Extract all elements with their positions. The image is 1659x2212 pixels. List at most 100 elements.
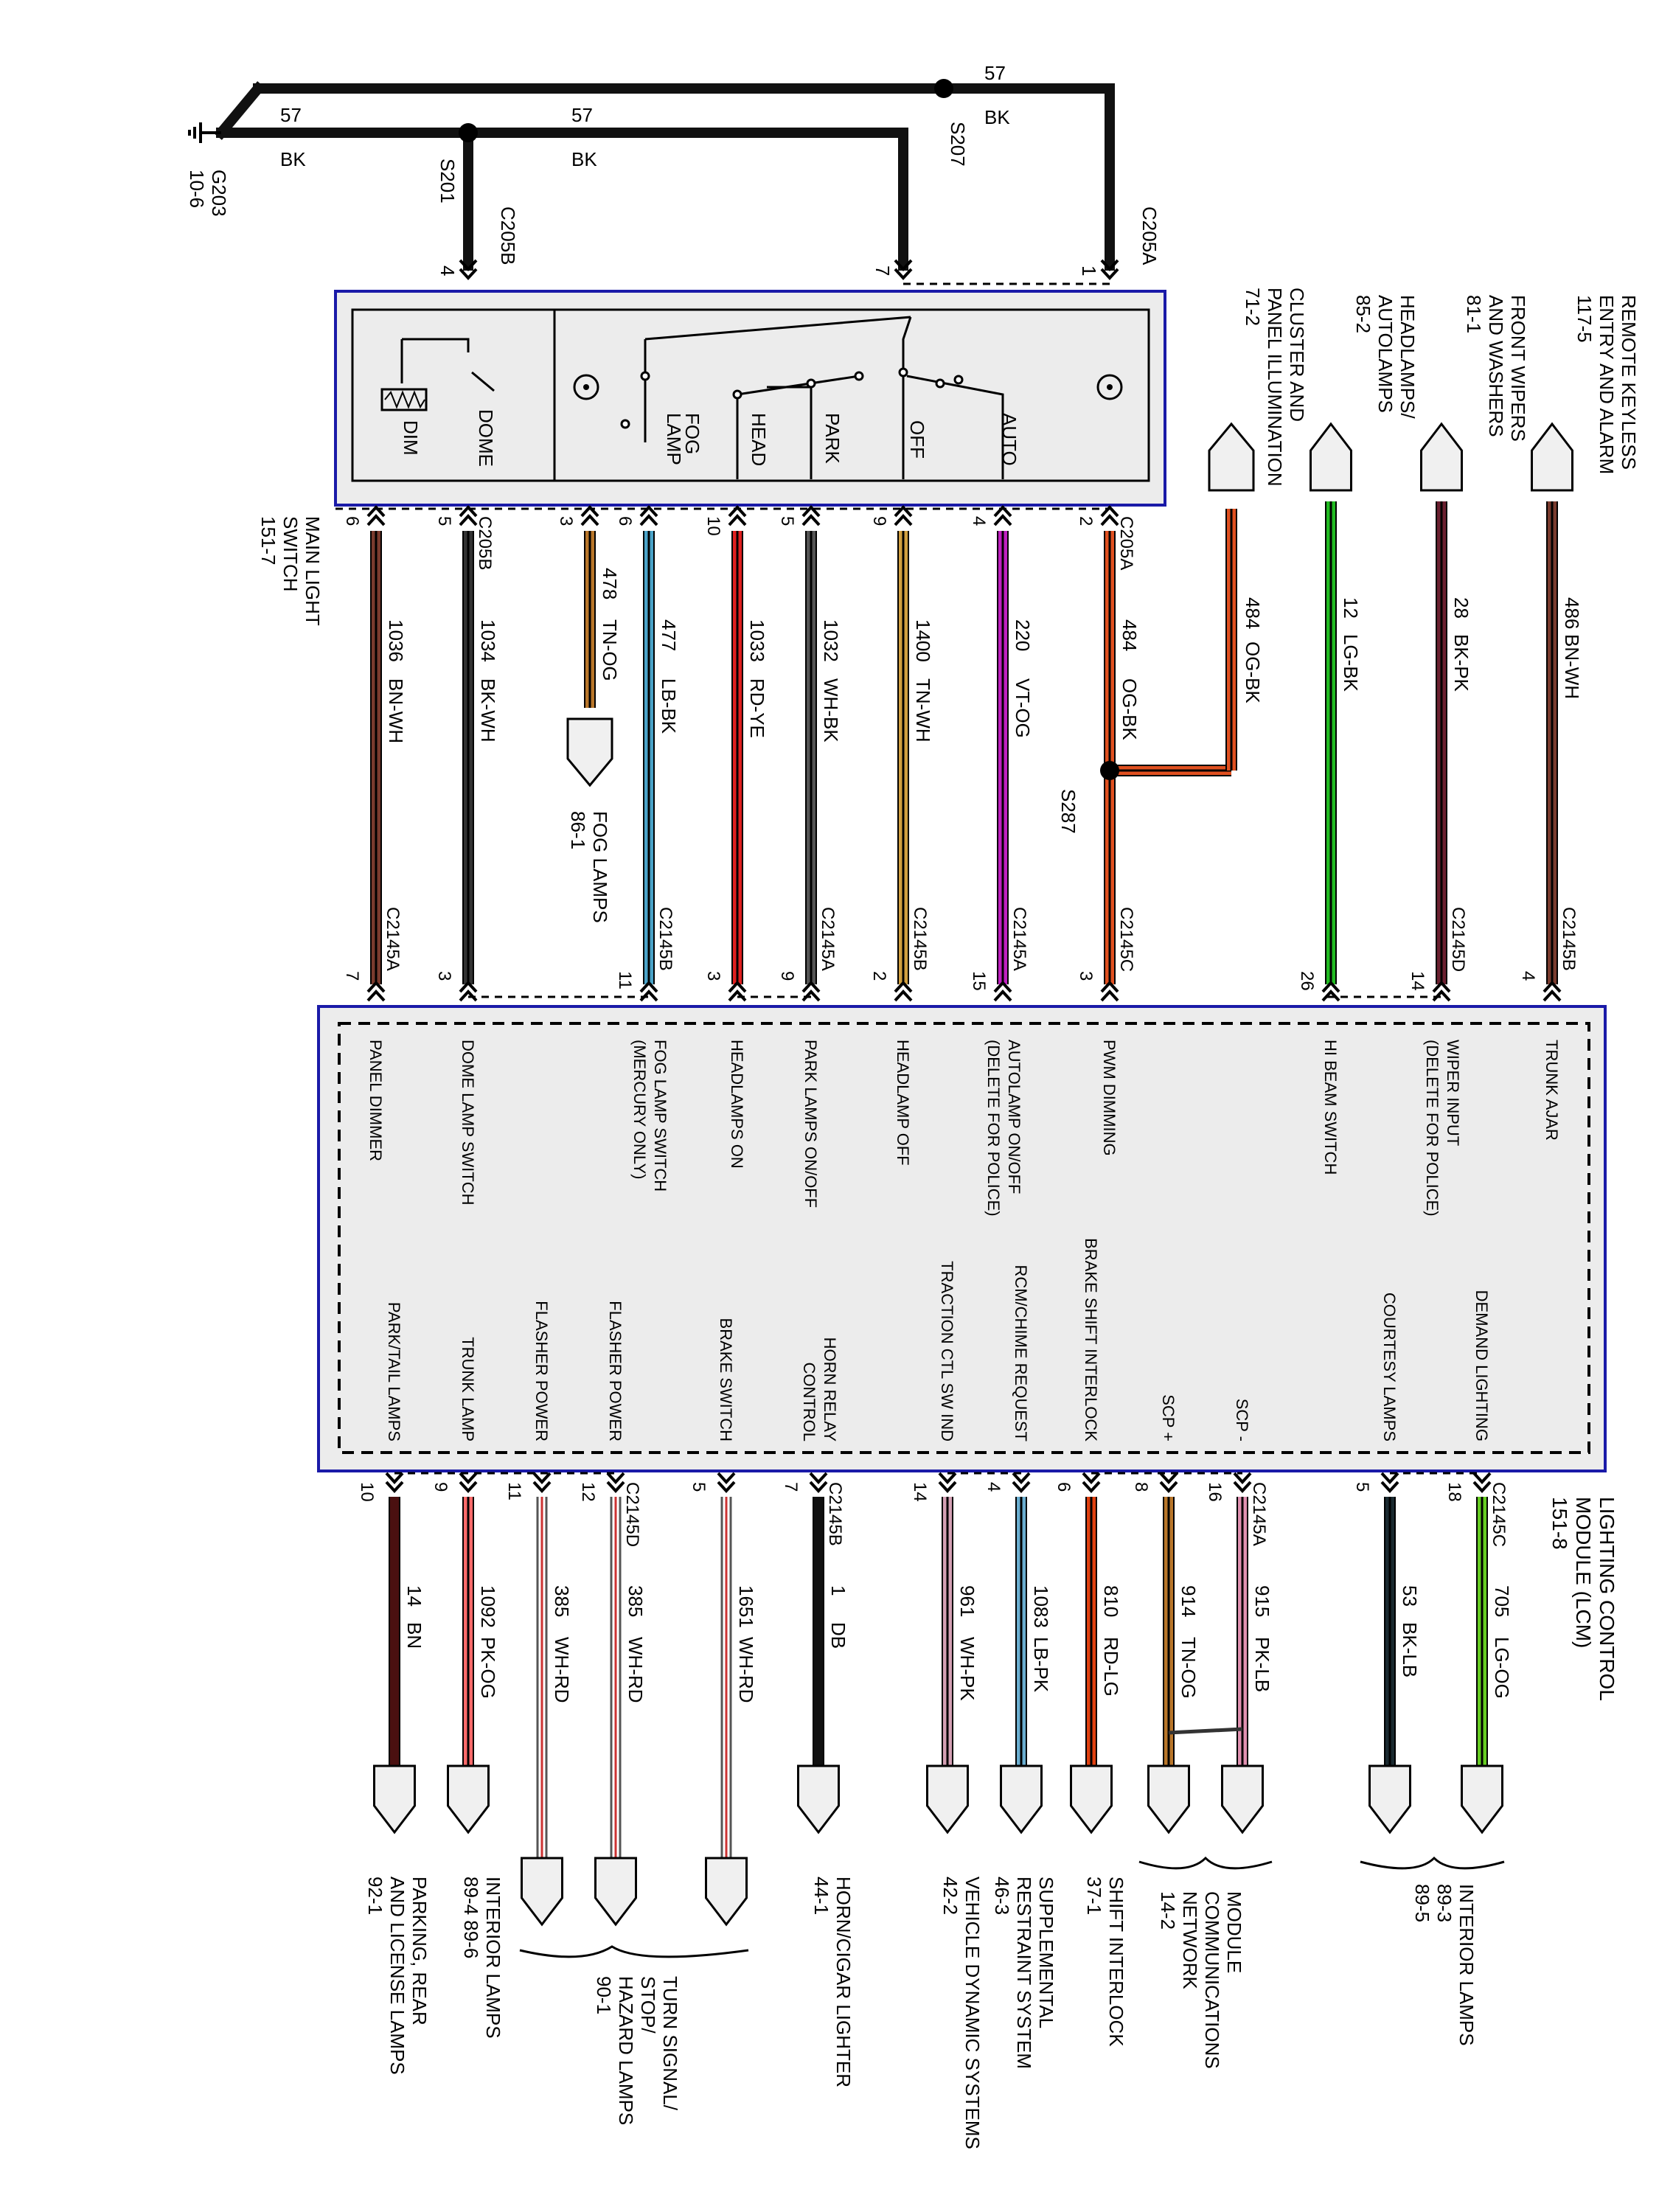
connector-arrow	[459, 505, 478, 518]
main-light-switch-title-line: SWITCH	[279, 516, 302, 592]
connector-arrow	[728, 505, 747, 518]
connector-arrow	[606, 1472, 625, 1484]
lcm-output-label: CONTROL	[800, 1362, 818, 1441]
connector-arrow	[1233, 1472, 1252, 1484]
pin-label: 8	[1131, 1482, 1151, 1492]
connector-arrow	[1100, 505, 1119, 518]
destination-connector	[1461, 1764, 1503, 1834]
pin-label: 15	[969, 971, 989, 991]
circuit-color: OG-BK	[1242, 641, 1264, 703]
circuit-color: BN	[403, 1622, 425, 1649]
connector-arrow	[1432, 981, 1451, 993]
splice-s207	[934, 79, 953, 98]
group-brace	[1360, 1856, 1505, 1870]
pin-label: 2	[1076, 516, 1096, 526]
lcm-input-label: HEADLAMP OFF	[894, 1040, 912, 1166]
connector-label: C2145B	[1559, 907, 1579, 971]
connector-arrow	[717, 1481, 736, 1493]
pin-label: 3	[703, 971, 723, 981]
circuit-number: 57	[280, 104, 302, 126]
circuit-color: LG-OG	[1491, 1637, 1513, 1699]
switch-contact	[732, 389, 742, 400]
lamp-symbol	[583, 384, 589, 390]
group-brace	[1138, 1856, 1273, 1870]
input-source-label-line: REMOTE KEYLESS	[1618, 295, 1640, 470]
destination-connector	[373, 1764, 416, 1834]
pin-label: 26	[1297, 971, 1317, 991]
destination-label-line: 42-2	[939, 1877, 961, 1915]
connector-arrow	[938, 1481, 957, 1493]
connector-arrow	[1472, 1481, 1492, 1493]
connector-arrow	[459, 514, 478, 526]
circuit-color: PK-OG	[477, 1637, 499, 1699]
destination-connector	[1000, 1764, 1043, 1834]
markers	[188, 79, 1573, 1958]
switch-position-label: HEAD	[748, 413, 770, 466]
destination-label-line: RESTRAINT SYSTEM	[1013, 1877, 1035, 2069]
pin-label: 14	[910, 1482, 930, 1502]
lcm-output-label: RCM/CHIME REQUEST	[1012, 1265, 1030, 1441]
switch-contact	[806, 378, 816, 389]
connector-arrow	[459, 268, 478, 280]
splice-s201	[459, 123, 478, 142]
circuit-color: BN-WH	[1561, 634, 1583, 699]
cluster-connector	[1208, 422, 1255, 492]
connector-arrow	[459, 981, 478, 993]
ground-id: G203	[208, 170, 230, 217]
pin-label: 11	[504, 1482, 524, 1500]
lcm-output-label: SCP -	[1233, 1399, 1251, 1441]
lcm-input-label: TRUNK AJAR	[1543, 1040, 1561, 1141]
connector-arrow	[366, 981, 386, 993]
pin-label: 9	[869, 516, 889, 526]
lcm-input-label: PANEL DIMMER	[366, 1040, 385, 1161]
circuit-color: WH-RD	[551, 1637, 573, 1703]
connector-arrow	[717, 1472, 736, 1484]
circuit-number: 914	[1178, 1585, 1200, 1617]
connector-arrow	[894, 505, 913, 518]
connector-arrow	[1100, 268, 1119, 280]
destination-label-line: TURN SIGNAL/	[659, 1976, 681, 2111]
connector-arrow	[606, 1481, 625, 1493]
splice-label-s287: S287	[1057, 789, 1079, 834]
circuit-color: OG-BK	[1119, 678, 1141, 740]
circuit-color: LG-BK	[1340, 634, 1362, 692]
circuit-number: 57	[571, 104, 593, 126]
connector-label: C205B	[497, 206, 519, 265]
circuit-color: TN-OG	[1178, 1637, 1200, 1699]
input-source-label-line: ENTRY AND ALARM	[1596, 295, 1618, 474]
connector-arrow	[801, 514, 821, 526]
pin-label: 2	[869, 971, 889, 981]
circuit-number: 385	[625, 1585, 647, 1617]
switch-position-label: FOG	[681, 413, 703, 454]
lamp-symbol	[1107, 384, 1113, 390]
circuit-color: BK	[280, 148, 306, 170]
destination-label-line: INTERIOR LAMPS	[1455, 1884, 1478, 2046]
switch-position-label: DIM	[400, 420, 422, 456]
circuit-color: BK-LB	[1399, 1622, 1421, 1677]
splice-label-s201: S201	[437, 159, 459, 204]
switch-position-label: DOME	[475, 409, 497, 467]
circuit-color: WH-RD	[735, 1637, 757, 1703]
connector-arrow	[993, 514, 1012, 526]
circuit-number: 53	[1399, 1585, 1421, 1607]
connector-arrow	[580, 514, 599, 526]
connector-arrow	[1380, 1472, 1399, 1484]
lcm-output-label: PARK/TAIL LAMPS	[385, 1302, 403, 1441]
destination-label-line: 92-1	[364, 1877, 386, 1915]
circuit-color: TN-WH	[912, 678, 934, 742]
connector-arrow	[894, 268, 913, 280]
cluster-dest-label-line: PANEL ILLUMINATION	[1264, 288, 1286, 487]
connector-arrow	[894, 514, 913, 526]
connector-arrow	[1472, 1472, 1492, 1484]
connector-arrow	[385, 1481, 404, 1493]
connector-arrow	[1159, 1481, 1178, 1493]
destination-connector	[797, 1764, 840, 1834]
connector-label: C2145C	[1116, 907, 1136, 972]
destination-label-line: 89-3	[1433, 1884, 1455, 1922]
lcm-output-label: SCP +	[1159, 1394, 1178, 1441]
circuit-color: BK	[571, 148, 597, 170]
circuit-number: 1400	[912, 619, 934, 662]
pin-label: 9	[777, 971, 797, 981]
connector-arrow	[728, 981, 747, 993]
